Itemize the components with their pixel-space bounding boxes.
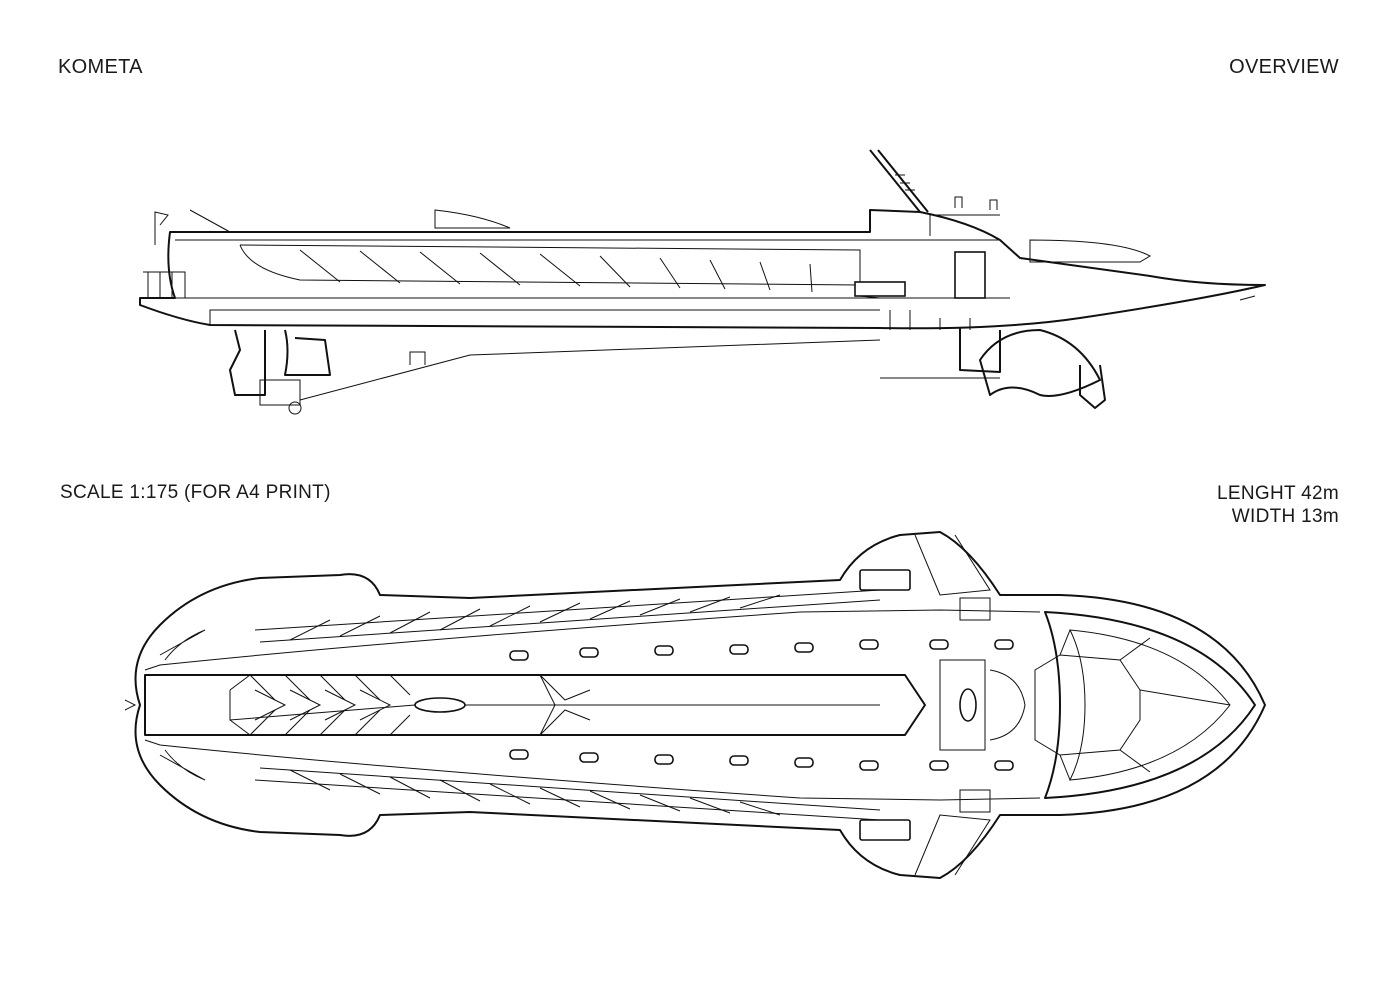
dimensions: LENGHT 42m WIDTH 13m [1217, 482, 1339, 528]
scale-label: SCALE 1:175 (FOR A4 PRINT) [60, 482, 331, 503]
width-label: WIDTH 13m [1231, 506, 1339, 527]
side-windows [299, 249, 813, 293]
top-view [124, 531, 1266, 879]
drawing-title: KOMETA [58, 56, 143, 78]
top-vents [509, 639, 1014, 771]
side-view [139, 149, 1266, 415]
length-label: LENGHT 42m [1217, 483, 1339, 504]
side-hull [139, 209, 1266, 330]
top-hull-outline [134, 531, 1266, 879]
side-front-foil [959, 328, 1001, 373]
side-mast [869, 149, 929, 213]
side-rear-strut [229, 329, 266, 396]
section-label: OVERVIEW [1229, 56, 1339, 78]
top-chevrons [249, 674, 411, 736]
